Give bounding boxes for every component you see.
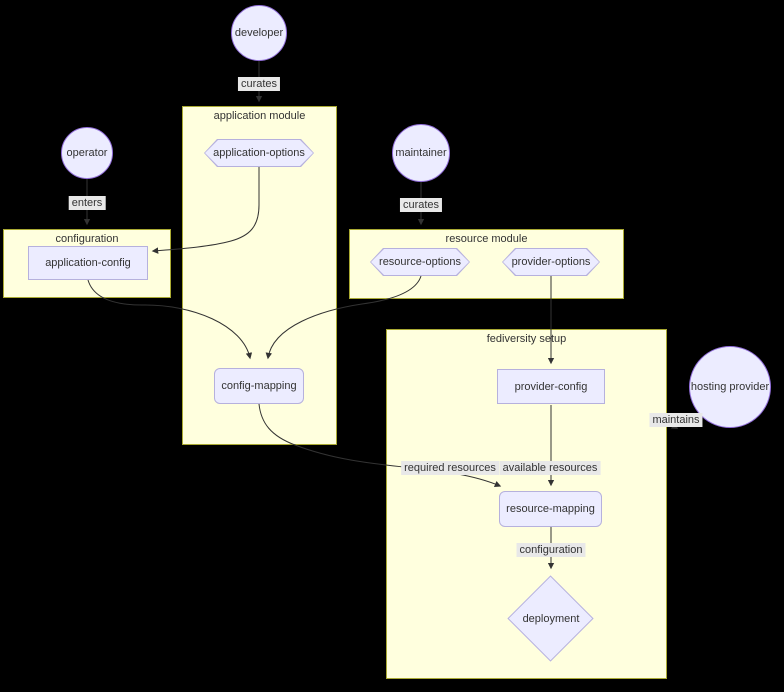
edge-application-config-config-mapping [87, 279, 253, 360]
edge-label-enters: enters [68, 196, 106, 210]
node-label-application-config: application-config [45, 257, 131, 269]
node-config-mapping: config-mapping [214, 368, 304, 404]
node-hosting-provider: hosting provider [689, 346, 771, 428]
edge-label-curates-maintainer: curates [399, 198, 443, 212]
node-label-resource-options: resource-options [379, 256, 461, 268]
node-label-application-options: application-options [213, 147, 305, 159]
hexagon-fill [205, 140, 313, 166]
node-label-config-mapping: config-mapping [221, 380, 297, 392]
node-label-resource-mapping: resource-mapping [506, 503, 595, 515]
edge-label-maintains: maintains [649, 413, 703, 427]
edge-application-options-application-config [151, 167, 260, 254]
node-label-provider-config: provider-config [514, 380, 588, 393]
container-title-fediversity-setup: fediversity setup [486, 333, 567, 345]
edge-label-curates-developer: curates [237, 77, 281, 91]
hexagon-fill [503, 249, 599, 275]
container-title-configuration: configuration [55, 233, 119, 245]
node-operator: operator [61, 127, 113, 179]
edge-label-required-resources: required resources [401, 461, 499, 475]
node-developer: developer [231, 5, 287, 61]
node-application-options: application-options [204, 139, 314, 167]
node-application-config: application-config [28, 246, 148, 280]
node-label-developer: developer [234, 27, 284, 39]
container-title-application-module: application module [213, 110, 306, 122]
node-label-deployment: deployment [522, 613, 580, 625]
node-label-maintainer: maintainer [395, 147, 447, 159]
container-title-resource-module: resource module [445, 233, 528, 245]
edge-label-configuration: configuration [516, 543, 586, 557]
node-resource-options: resource-options [370, 248, 470, 276]
node-resource-mapping: resource-mapping [499, 491, 602, 527]
node-label-provider-options: provider-options [511, 256, 591, 268]
edge-resource-options-config-mapping [265, 275, 422, 360]
node-provider-config: provider-config [497, 369, 605, 404]
hexagon-fill [371, 249, 469, 275]
edge-label-available-resources: available resources [499, 461, 601, 475]
node-maintainer: maintainer [392, 124, 450, 182]
node-provider-options: provider-options [502, 248, 600, 276]
node-label-hosting-provider: hosting provider [690, 381, 770, 393]
node-label-operator: operator [66, 147, 108, 159]
